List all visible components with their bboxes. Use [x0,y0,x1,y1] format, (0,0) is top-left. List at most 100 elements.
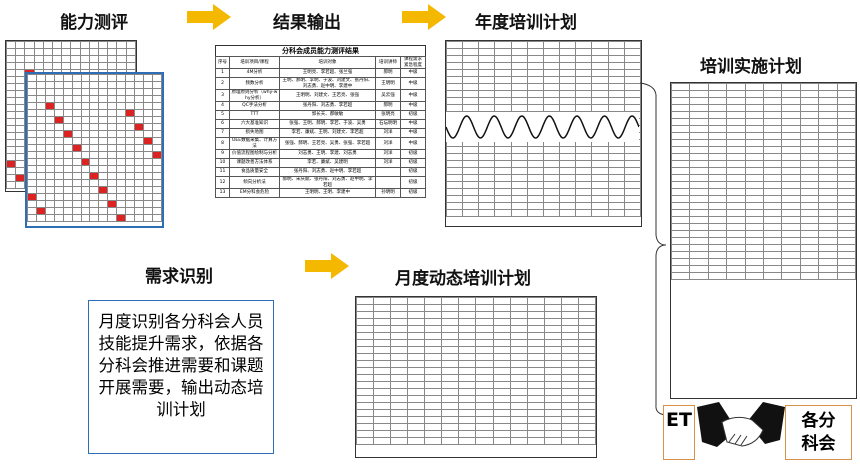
sheet-cell [407,318,426,326]
sheet-cell [478,41,496,49]
sheet-cell [707,132,728,140]
sheet-cell [62,74,73,82]
table-cell [375,176,401,189]
sheet-cell [53,144,64,152]
sheet-cell [543,304,562,312]
sheet-cell [116,165,127,173]
sheet-cell [107,193,118,201]
sheet-cell [560,353,579,361]
sheet-cell [542,181,561,189]
sheet-cell [607,195,625,203]
sheet-cell [726,153,746,161]
sheet-cell [89,165,100,173]
sheet-cell [509,437,528,445]
sheet-cell [35,81,46,89]
table-cell: 石坛明明 [375,119,401,129]
table-cell: 3 [215,89,230,102]
table-cell: 张丹阳、刘志勇、赵中明、李若超 [279,167,376,177]
sheet-cell [818,167,838,175]
sheet-cell [577,318,596,326]
sheet-cell [390,409,409,417]
sheet-cell [559,153,577,161]
sheet-cell [762,272,783,280]
sheet-cell [134,130,144,138]
sheet-cell [35,165,46,173]
sheet-cell [543,430,562,438]
sheet-cell [142,193,153,201]
sheet-cell [577,304,596,312]
sheet-cell [689,160,709,168]
sheet-cell [836,118,856,126]
sheet-cell [744,167,764,175]
sheet-cell [116,151,127,159]
sheet-cell [441,374,460,382]
sheet-cell [492,353,511,361]
arrow-icon [402,4,446,30]
sheet-cell [526,69,544,77]
sheet-cell [458,332,477,340]
sheet-cell [623,146,641,154]
sheet-cell [15,90,26,98]
sheet-cell [526,388,545,396]
sheet-cell [458,311,477,319]
table-cell: 中级 [400,119,426,129]
sheet-cell [543,388,562,396]
sheet-cell [116,41,127,49]
sheet-cell [80,172,91,180]
sheet-cell [80,74,91,82]
sheet-cell [818,111,838,119]
sheet-cell [125,41,136,49]
sheet-cell [356,304,375,312]
sheet-cell [53,123,64,131]
sheet-cell [542,69,561,77]
sheet-cell [80,123,91,131]
sheet-cell [492,402,511,410]
sheet-cell [116,55,127,63]
sheet-cell [71,130,82,138]
table-cell: 2 [215,77,230,90]
table-cell: 6 [215,119,230,129]
sheet-cell [671,195,691,203]
sheet-cell [407,346,426,354]
table-cell: 张丹阳、刘志勇、李若超 [279,101,376,111]
sheet-cell [134,123,144,131]
sheet-cell [134,165,144,173]
sheet-cell [744,146,764,154]
sheet-cell [62,158,73,166]
sheet-cell [707,216,728,224]
sheet-cell [671,125,691,133]
sheet-cell [15,139,26,147]
sheet-cell [142,81,153,89]
sheet-cell [478,160,496,168]
sheet-cell [89,81,100,89]
sheet-cell [799,237,820,245]
sheet-cell [494,146,512,154]
sheet-cell [35,109,46,117]
sheet-cell [575,153,593,161]
sheet-cell [671,181,691,189]
sheet-cell [44,179,55,187]
sheet-cell [492,395,511,403]
sheet-cell [494,41,512,49]
sheet-cell [478,83,496,91]
sheet-cell [510,90,528,98]
sheet-cell [53,193,64,201]
sheet-cell [462,48,480,56]
sheet-cell [79,48,90,56]
sheet-cell [526,325,545,333]
sheet-cell [577,437,596,445]
sheet-cell [62,81,73,89]
sheet-cell [44,186,55,194]
sheet-cell [799,174,820,182]
sheet-cell [744,104,764,112]
sheet-cell [726,265,746,273]
sheet-cell [458,353,477,361]
sheet-cell [373,367,392,375]
sheet-cell [559,181,577,189]
sheet-cell [142,130,153,138]
sheet-cell [591,160,609,168]
sheet-cell [836,181,856,189]
sheet-cell [424,374,443,382]
sheet-cell [62,200,73,208]
